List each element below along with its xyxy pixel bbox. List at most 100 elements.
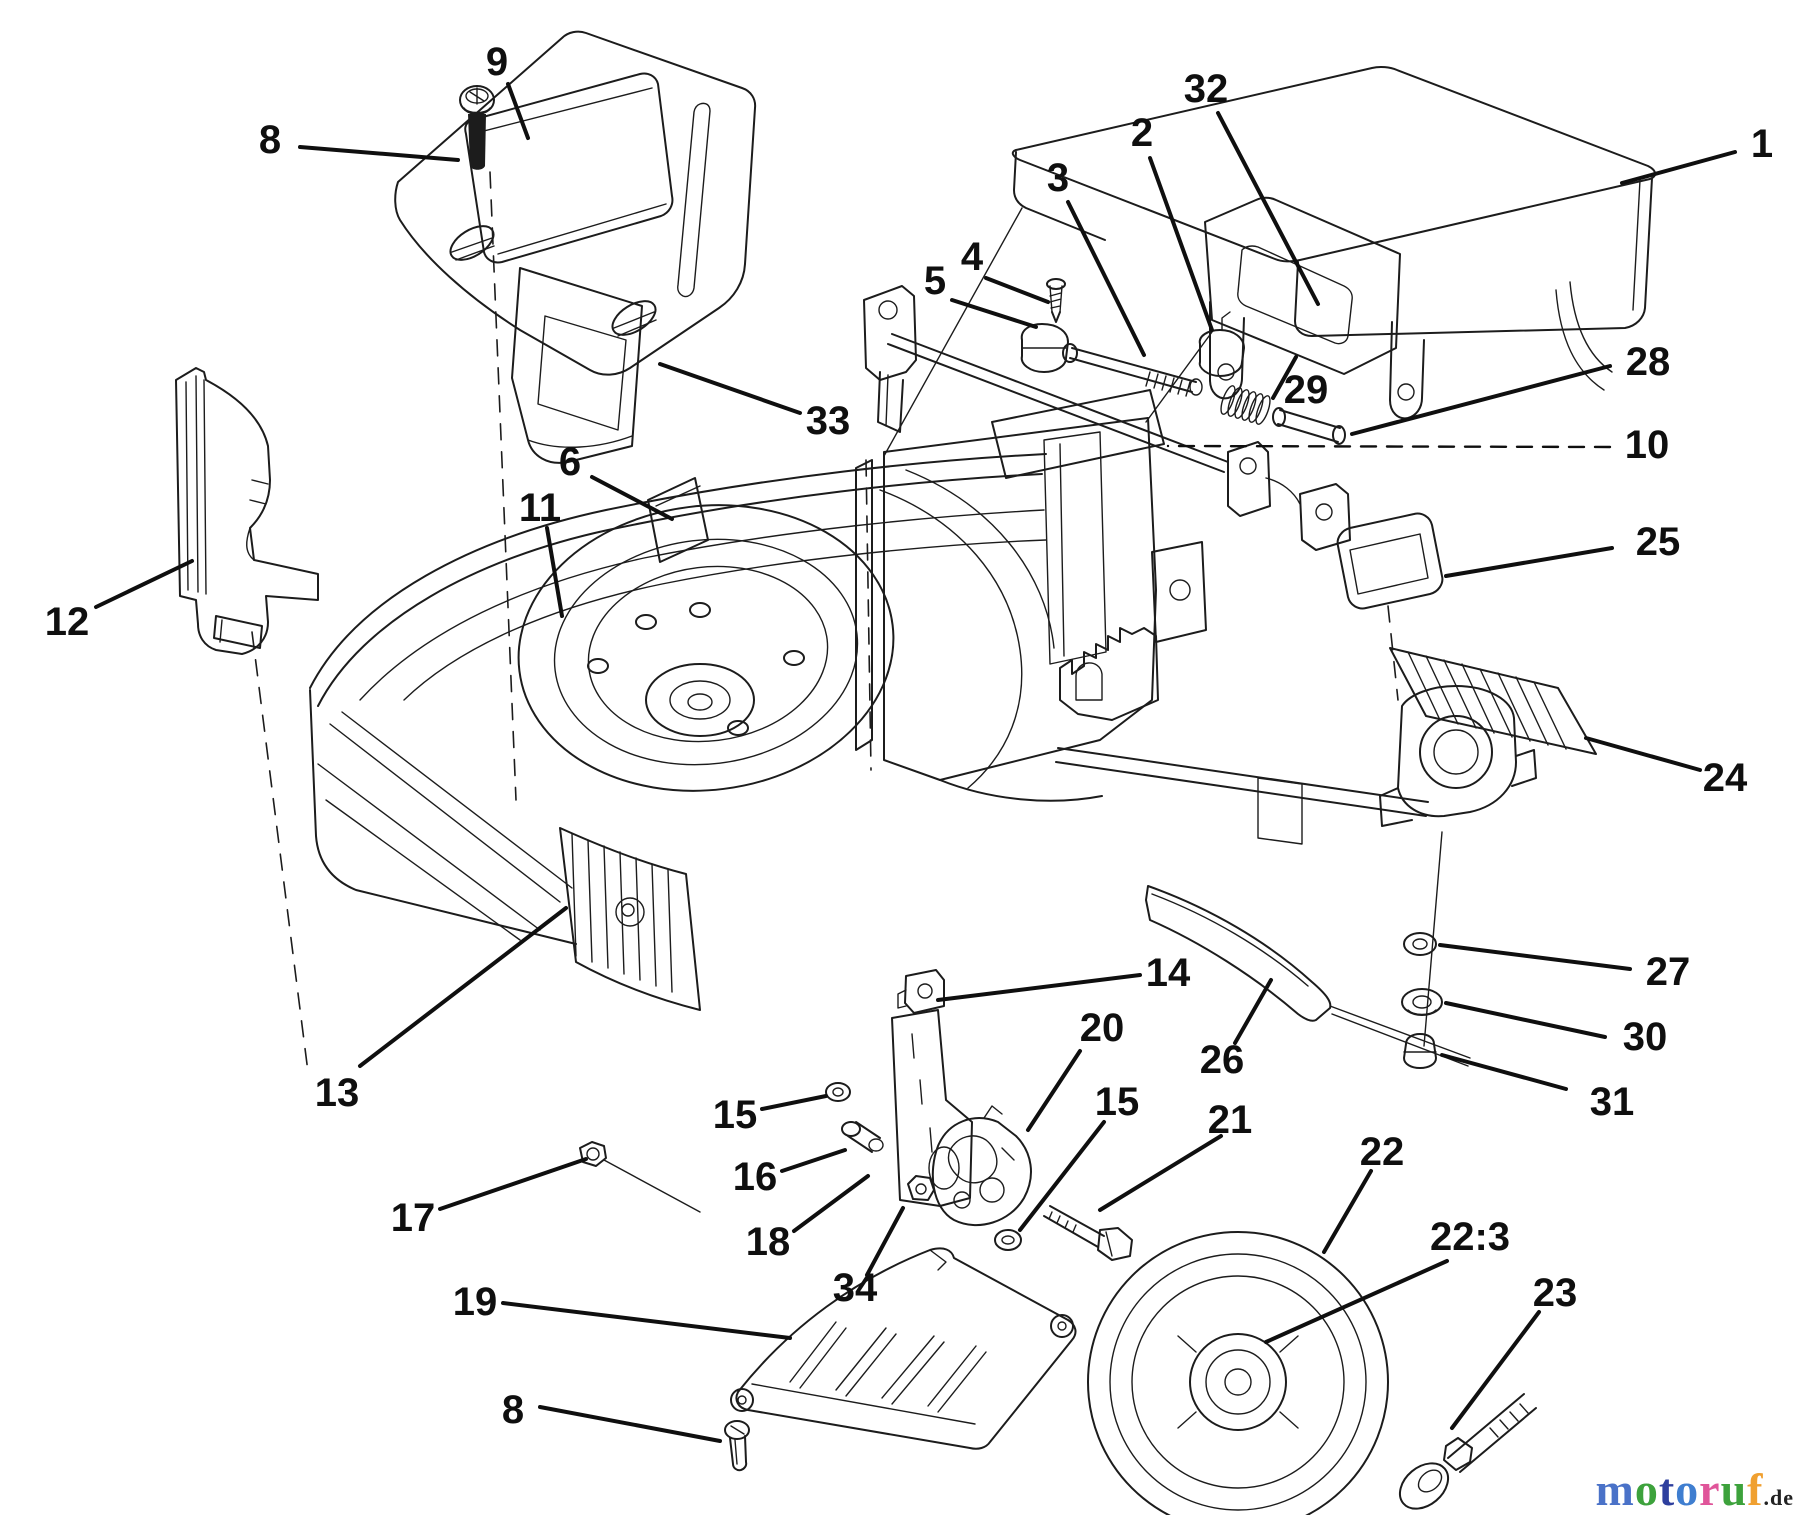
callout-leader-1 [1620,150,1737,185]
part-29-spring [1220,385,1271,425]
callout-label-15b: 15 [1095,1080,1140,1124]
callout-label-17: 17 [391,1196,436,1240]
callout-label-1: 1 [1751,122,1773,166]
callout-leader-27 [1438,943,1632,971]
callout-label-23: 23 [1533,1271,1578,1315]
deck-housing [309,389,1207,1011]
callout-leader-30 [1444,1001,1607,1039]
callout-leader-32 [1216,111,1320,306]
callout-leader-23 [1450,1310,1541,1430]
logo-letter: u [1720,1464,1748,1515]
logo-letter: t [1658,1464,1676,1515]
part-8-bolt-bottom [724,1420,750,1472]
part-17-nut [579,1141,701,1213]
part-31-bushing [1403,1033,1437,1069]
motoruf-watermark[interactable]: motoruf.de [1596,1467,1795,1513]
callout-leader-12 [94,559,194,609]
callout-leader-33 [658,362,802,415]
part-27-washer [1403,932,1437,956]
part-12-side-guard [175,367,319,655]
callout-leader-31 [1440,1053,1568,1091]
callout-leader-16 [780,1148,847,1173]
callout-leader-29 [1271,355,1298,400]
callout-leader-19 [501,1301,792,1340]
part-22-wheel [1087,1231,1389,1515]
part-4-screw [1046,278,1066,290]
callout-label-4: 4 [961,235,984,279]
callout-label-8a: 8 [259,118,281,162]
logo-letter: o [1634,1464,1659,1515]
height-adjuster-group [825,969,1133,1261]
part-15-washer-right [994,1229,1022,1251]
callout-label-9: 9 [486,40,508,84]
callout-label-20: 20 [1080,1006,1125,1050]
callout-label-15a: 15 [713,1093,758,1137]
part-20-gearcase [931,1105,1032,1227]
part-18-nut [907,1175,935,1201]
part-26-deflector [1145,885,1471,1067]
callout-label-28: 28 [1626,340,1671,384]
callout-label-30: 30 [1623,1015,1668,1059]
callout-leader-3 [1066,200,1146,357]
part-9-top-cover [394,30,757,464]
callout-leader-22-3 [1264,1259,1449,1344]
callout-leader-15a [760,1094,828,1111]
callout-label-26: 26 [1200,1038,1245,1082]
callout-label-6: 6 [559,440,581,484]
callout-label-2: 2 [1131,111,1153,155]
part-33-decal [537,315,627,431]
callout-leader-18 [792,1174,870,1233]
callout-label-14: 14 [1146,951,1191,995]
callout-label-22: 22 [1360,1130,1405,1174]
callout-label-11: 11 [519,486,561,530]
callout-leader-11 [545,526,564,618]
callout-leader-17 [438,1157,588,1211]
part-28-tube [1272,407,1346,445]
callout-label-12: 12 [45,600,90,644]
callout-leader-25 [1444,546,1614,578]
construction-lines [251,171,1399,1073]
part-19-skid-plate [730,1247,1077,1450]
part-2-cam [1198,329,1245,377]
bearing-bracket [1379,685,1537,1047]
callout-leader-4 [984,276,1050,304]
callout-label-33: 33 [806,399,851,443]
callout-leader-13 [358,906,568,1068]
callout-leader-22 [1322,1169,1373,1254]
callout-leader-8b [538,1405,722,1443]
callout-label-24: 24 [1703,756,1748,800]
callout-label-8b: 8 [502,1388,524,1432]
callout-label-21: 21 [1208,1098,1253,1142]
callout-label-16: 16 [733,1155,778,1199]
callout-leader-10 [1166,444,1612,449]
part-15-washer-left [825,1082,851,1102]
rear-axle-group [1055,512,1597,1069]
callout-label-19: 19 [453,1280,498,1324]
part-21-bolt [1043,1205,1133,1261]
callout-leader-2 [1148,156,1214,332]
callout-leader-28 [1350,364,1612,436]
part-13-skirt [309,689,577,945]
callout-label-27: 27 [1646,950,1691,994]
callout-leader-6 [590,475,674,521]
logo-letter: m [1595,1464,1635,1515]
part-10-decal [991,389,1165,479]
logo-letter: r [1699,1464,1721,1515]
logo-suffix: .de [1763,1485,1794,1510]
parts-artwork [175,30,1656,1515]
callout-label-13: 13 [315,1071,360,1115]
logo-letter: f [1747,1464,1764,1515]
part-24-tread [1389,647,1597,755]
part-14-clip [897,969,945,1014]
callout-leader-9 [506,82,530,140]
part-16-bolt [841,1121,884,1153]
callout-label-18: 18 [746,1220,791,1264]
part-6-baffle [647,477,709,563]
callout-leader-8a [298,145,460,162]
callout-leader-34 [865,1206,905,1277]
callout-leader-21 [1098,1134,1223,1212]
callout-leader-5 [950,298,1038,329]
